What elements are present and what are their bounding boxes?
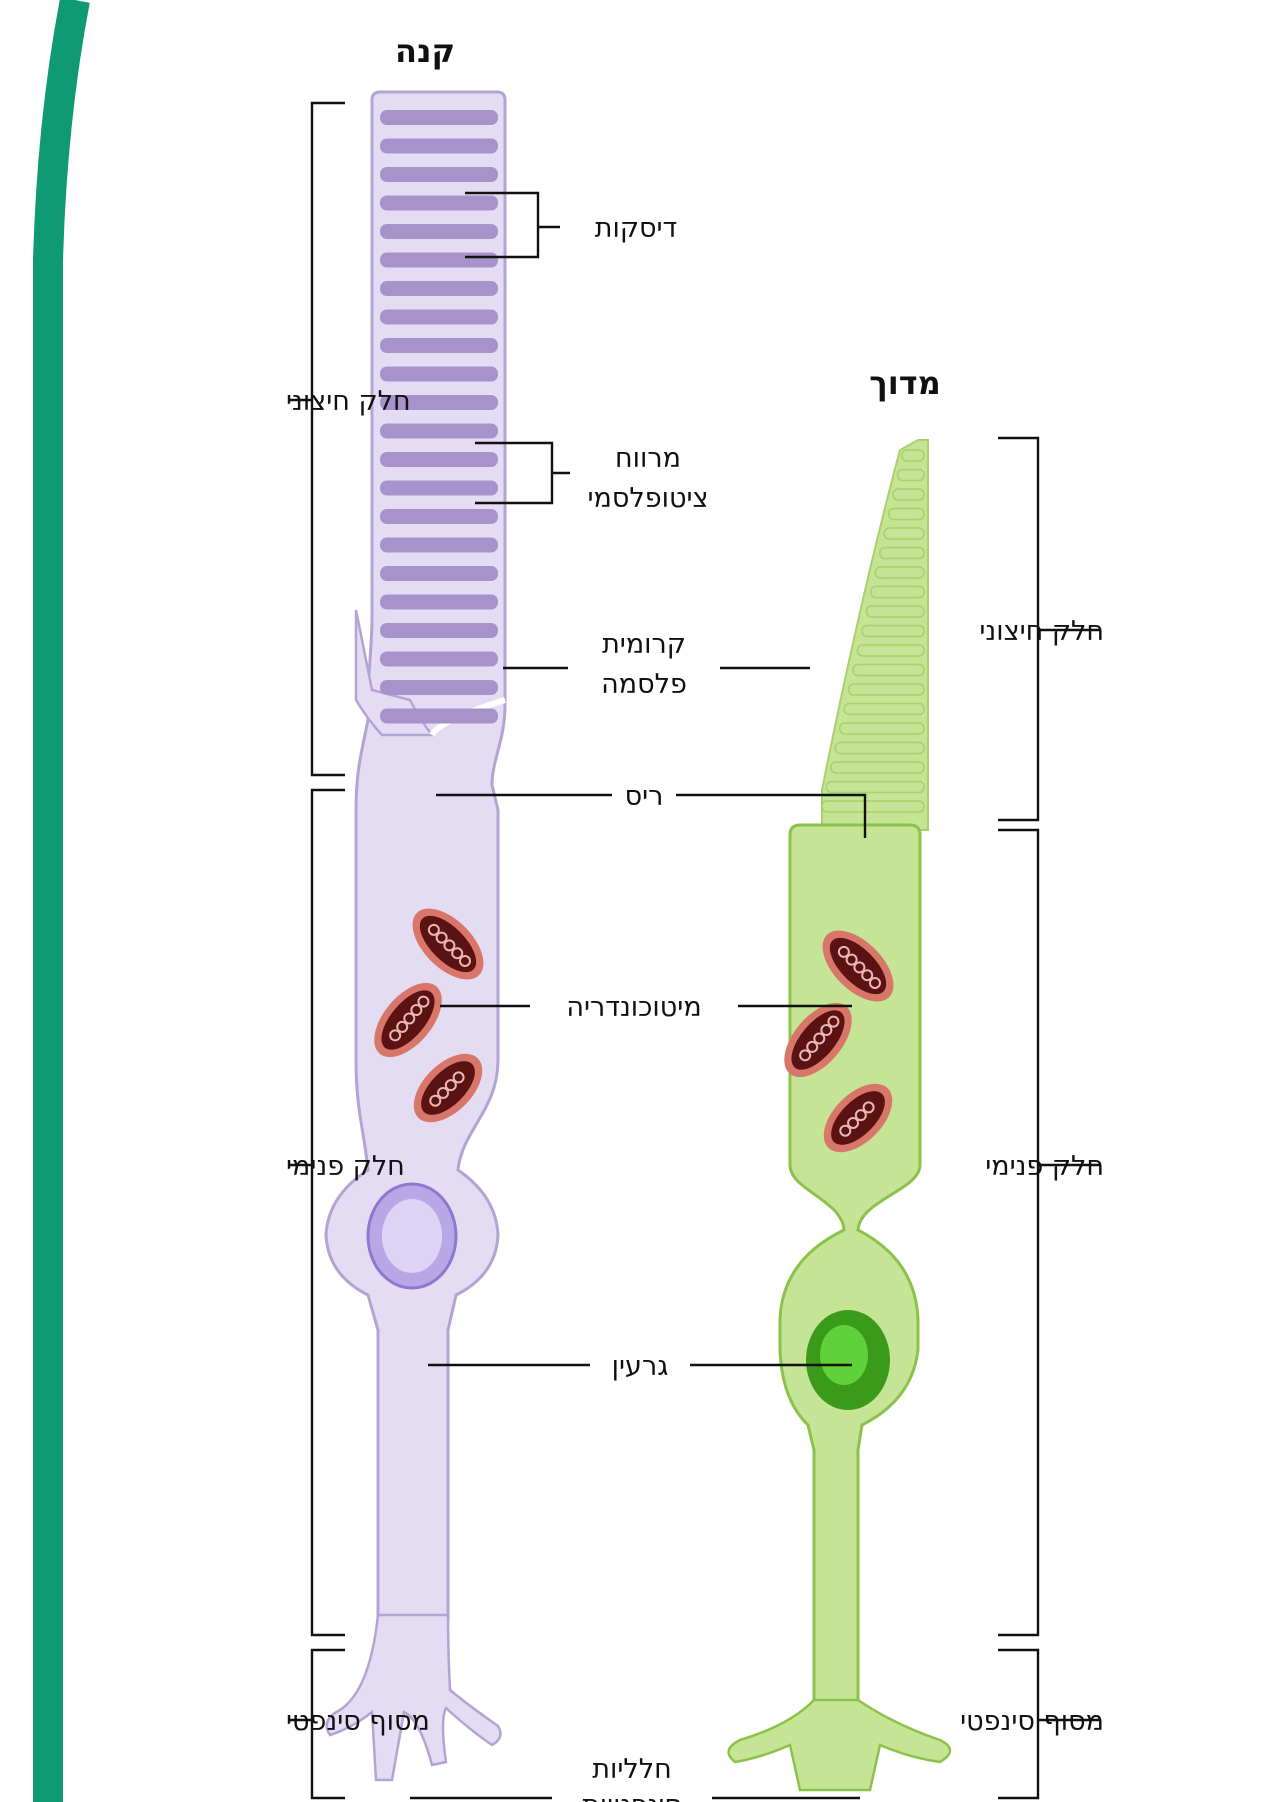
cone-outer-label: חלק חיצוני: [979, 616, 1104, 647]
rod-disc: [380, 595, 498, 610]
cone-synaptic-label: מסוף סינפטי: [960, 1706, 1104, 1737]
rod-disc: [380, 281, 498, 296]
cyto-space-label-2: ציטופלסמי: [587, 483, 708, 514]
rod-disc: [380, 196, 498, 211]
rod-disc: [380, 424, 498, 439]
cone-lamella: [898, 470, 924, 481]
cyto-space-label-1: מרווח: [615, 443, 681, 474]
cone-lamella: [853, 665, 924, 676]
rod-nucleus-core: [382, 1199, 442, 1273]
cilium-label: ריס: [625, 781, 664, 812]
membrane-label-1: קרומית: [602, 629, 686, 660]
rod-disc: [380, 452, 498, 467]
rod-disc: [380, 110, 498, 125]
rod-title: קנה: [395, 32, 455, 70]
cone-lamella: [835, 743, 924, 754]
rod-disc: [380, 566, 498, 581]
rod-synaptic-terminal: [327, 1615, 501, 1780]
rod-disc: [380, 623, 498, 638]
cone-lamella: [871, 587, 924, 598]
cone-lamella: [862, 626, 924, 637]
cone-title: מדוך: [869, 364, 940, 402]
rod-disc: [380, 253, 498, 268]
rod-disc: [380, 509, 498, 524]
rod-disc: [380, 709, 498, 724]
nucleus-label: גרעין: [612, 1351, 669, 1382]
cone-lamella: [844, 704, 924, 715]
cone-lamella: [831, 762, 924, 773]
cone-cell: [729, 440, 950, 1790]
rod-cell: [326, 92, 505, 1780]
rod-disc: [380, 310, 498, 325]
cone-lamella: [840, 723, 924, 734]
vesicles-label-1: חלליות: [592, 1754, 671, 1785]
cone-lamella: [826, 782, 924, 793]
cone-lamella: [858, 645, 924, 656]
cone-synaptic-terminal: [729, 1700, 950, 1790]
mitochondria-label: מיטוכונדריה: [566, 992, 701, 1023]
cone-lamella: [889, 509, 924, 520]
cone-lamella: [902, 450, 924, 461]
cone-lamella: [849, 684, 924, 695]
rod-disc: [380, 680, 498, 695]
rod-brackets: [290, 103, 345, 1798]
cone-lamella: [893, 489, 924, 500]
rod-disc: [380, 367, 498, 382]
rod-outer-label: חלק חיצוני: [286, 386, 411, 417]
cone-inner-label: חלק פנימי: [985, 1151, 1104, 1182]
discs-label: דיסקות: [595, 213, 678, 244]
rod-disc: [380, 167, 498, 182]
rod-disc: [380, 652, 498, 667]
rod-inner-label: חלק פנימי: [286, 1151, 405, 1182]
rod-disc: [380, 224, 498, 239]
rod-synaptic-label: מסוף סינפטי: [286, 1706, 430, 1737]
membrane-label-2: פלסמה: [601, 669, 687, 700]
cone-lamella: [822, 801, 924, 812]
cone-lamella: [875, 567, 924, 578]
rod-disc: [380, 139, 498, 154]
cone-nucleus-core: [820, 1325, 868, 1385]
rod-disc: [380, 481, 498, 496]
vesicles-label-2: סינפטיות: [582, 1790, 682, 1802]
rod-disc: [380, 338, 498, 353]
cone-lamella: [880, 548, 924, 559]
rod-disc: [380, 538, 498, 553]
cone-lamella: [866, 606, 924, 617]
cone-lamella: [884, 528, 924, 539]
frame-border: [48, 0, 75, 1802]
